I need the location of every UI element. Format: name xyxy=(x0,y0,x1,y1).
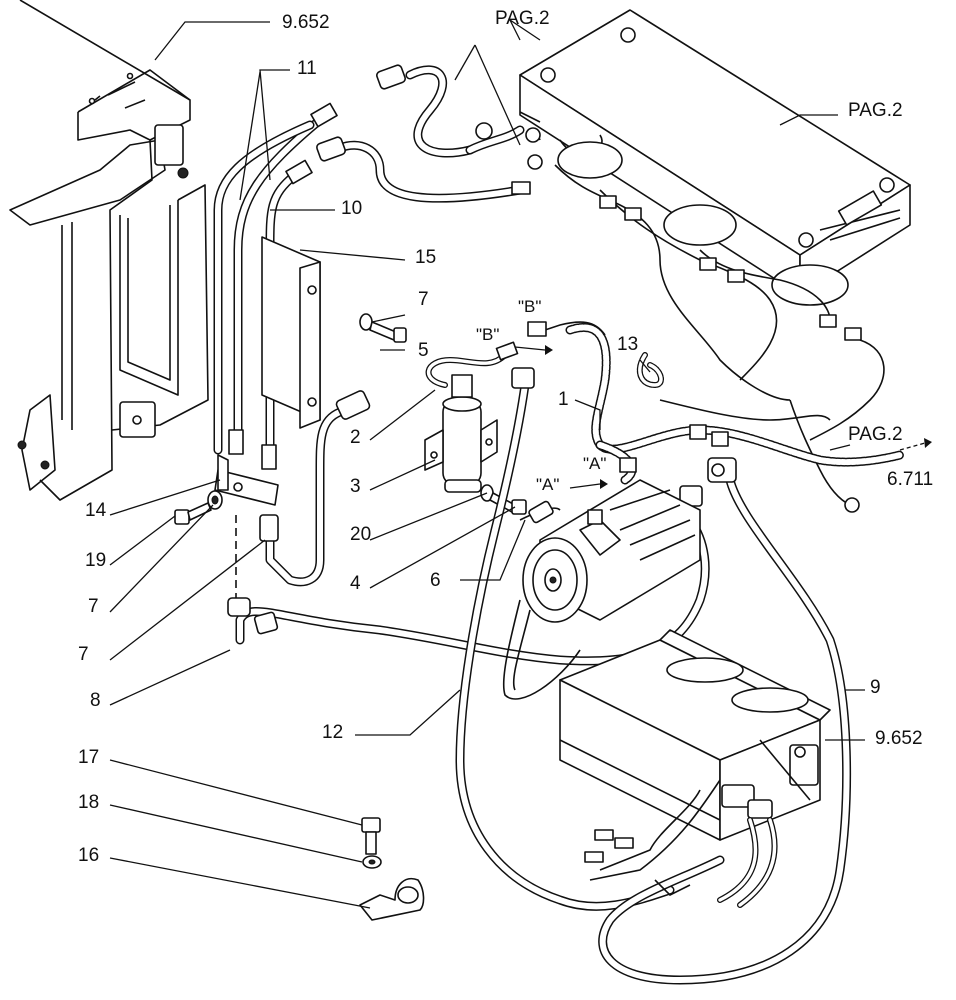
label-4: 4 xyxy=(350,573,361,594)
receiver-drier xyxy=(424,341,519,493)
leader-lines xyxy=(109,18,865,909)
callout-labels: 9.652 11 PAG.2 PAG.2 10 15 7 "B" "B" 5 1… xyxy=(78,8,933,866)
label-a2: "A" xyxy=(536,475,559,494)
pipe-12 xyxy=(455,367,675,911)
label-7a: 7 xyxy=(418,289,429,310)
label-10: 10 xyxy=(341,198,362,219)
label-7b: 7 xyxy=(88,596,99,617)
label-pag2-right: PAG.2 xyxy=(848,100,903,121)
bracket-15 xyxy=(261,236,321,429)
evaporator-unit xyxy=(519,9,911,306)
compressor xyxy=(502,479,701,700)
label-pag2-top: PAG.2 xyxy=(495,8,550,29)
label-1: 1 xyxy=(558,389,569,410)
cab-frame xyxy=(9,0,209,501)
label-18: 18 xyxy=(78,792,99,813)
label-7c: 20 xyxy=(350,524,371,545)
label-a1: "A" xyxy=(583,454,606,473)
label-b2: "B" xyxy=(476,325,499,344)
label-13: 13 xyxy=(617,334,638,355)
label-2: 2 xyxy=(350,427,361,448)
label-9652-right: 9.652 xyxy=(875,728,923,749)
pipe-9 xyxy=(598,457,852,985)
label-3: 3 xyxy=(350,476,361,497)
evaporator-wiring xyxy=(554,164,885,513)
label-b1: "B" xyxy=(518,297,541,316)
label-5: 5 xyxy=(418,340,429,361)
label-20: 7 xyxy=(78,644,89,665)
label-11: 11 xyxy=(297,58,317,79)
label-14: 14 xyxy=(85,500,107,521)
label-9652-top: 9.652 xyxy=(282,12,330,33)
label-6711: 6.711 xyxy=(887,469,933,490)
screw-19 xyxy=(174,490,223,525)
label-12: 12 xyxy=(322,722,343,743)
harness-conduit xyxy=(527,321,905,485)
label-15: 15 xyxy=(415,247,436,268)
bracket-14 xyxy=(214,454,279,600)
label-6: 6 xyxy=(430,570,441,591)
label-8: 8 xyxy=(90,690,101,711)
label-17: 17 xyxy=(78,747,99,768)
heater-box xyxy=(559,629,831,908)
screw-5 xyxy=(359,313,407,343)
pipe-8 xyxy=(227,485,710,666)
pipe-drier-left xyxy=(259,390,371,587)
clamp-set xyxy=(359,817,425,921)
label-16: 16 xyxy=(78,845,99,866)
label-19: 19 xyxy=(85,550,106,571)
label-9: 9 xyxy=(870,677,881,698)
label-pag2-mid: PAG.2 xyxy=(848,424,903,445)
connector-arrows xyxy=(514,345,932,489)
evaporator-lines xyxy=(316,64,531,203)
clip-13 xyxy=(636,352,664,389)
